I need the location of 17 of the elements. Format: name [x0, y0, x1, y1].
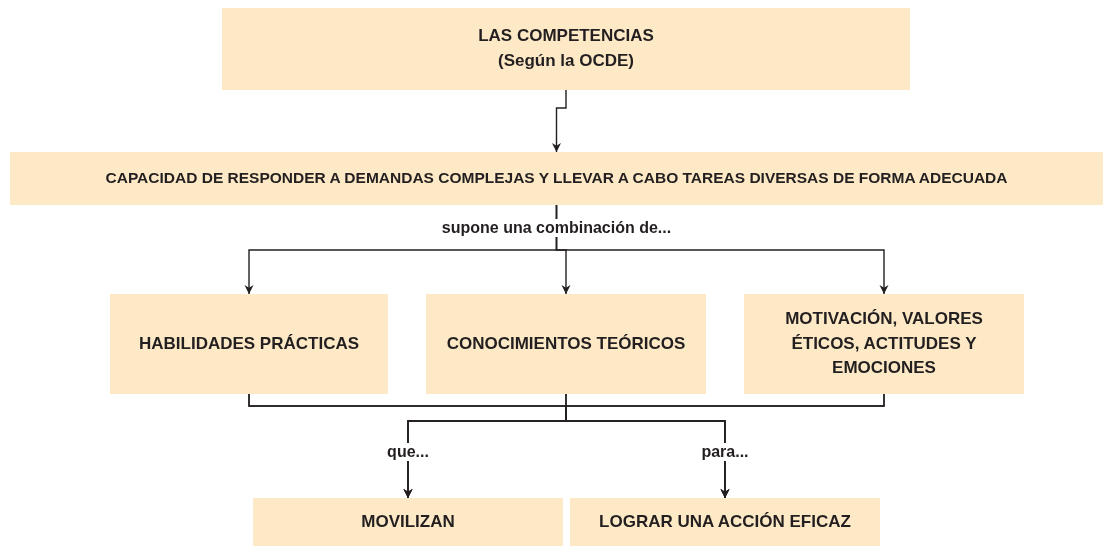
concept-box [110, 294, 388, 394]
arrow [552, 89, 567, 153]
box-text: MOVILIZAN [361, 510, 455, 533]
concept-box [570, 498, 880, 546]
box-text: LAS COMPETENCIAS (Según la OCDE) [477, 25, 655, 72]
box-text: HABILIDADES PRÁCTICAS [138, 332, 360, 355]
concept-box [253, 498, 563, 546]
arrow [565, 393, 885, 499]
box-text: LOGRAR UNA ACCIÓN EFICAZ [599, 510, 851, 533]
concept-box [222, 8, 910, 90]
box-text: CONOCIMIENTOS TEÓRICOS [446, 332, 686, 355]
box-text: MOTIVACIÓN, VALORES ÉTICOS, ACTITUDES Y EMOCIONES [784, 308, 984, 380]
box-text: CAPACIDAD DE RESPONDER A DEMANDAS COMPLEJAS Y LLEVAR A CABO TAREAS DIVERSAS DE FORMA ADECUADA [105, 168, 1008, 189]
arrow [555, 204, 889, 295]
concept-box [10, 152, 1103, 205]
concept-box [744, 294, 1024, 394]
concept-box [426, 294, 706, 394]
